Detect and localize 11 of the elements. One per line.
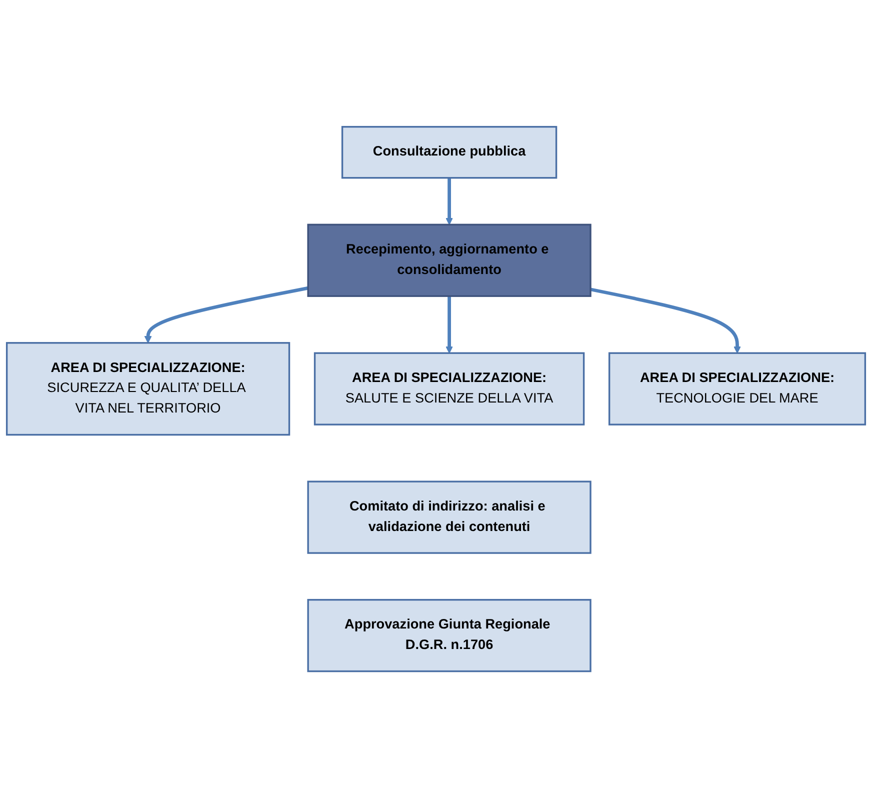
arrow (446, 296, 454, 354)
node-box: Comitato di indirizzo: analisi e validazione dei contenuti (307, 480, 592, 554)
node-box: AREA DI SPECIALIZZAZIONE: SALUTE E SCIENZE DELLA VITA (314, 352, 585, 426)
node-box: Consultazione pubblica (341, 126, 558, 179)
node-box: AREA DI SPECIALIZZAZIONE: TECNOLOGIE DEL MARE (608, 352, 866, 426)
arrow (590, 288, 741, 354)
arrow (446, 178, 454, 225)
node-box: Approvazione Giunta Regionale D.G.R. n.1706 (307, 598, 592, 672)
node-box: Recepimento, aggiornamento e consolidamento (307, 224, 592, 297)
arrow (144, 286, 308, 344)
node-box: AREA DI SPECIALIZZAZIONE: SICUREZZA E QUALITA’ DELLA VITA NEL TERRITORIO (6, 342, 290, 436)
